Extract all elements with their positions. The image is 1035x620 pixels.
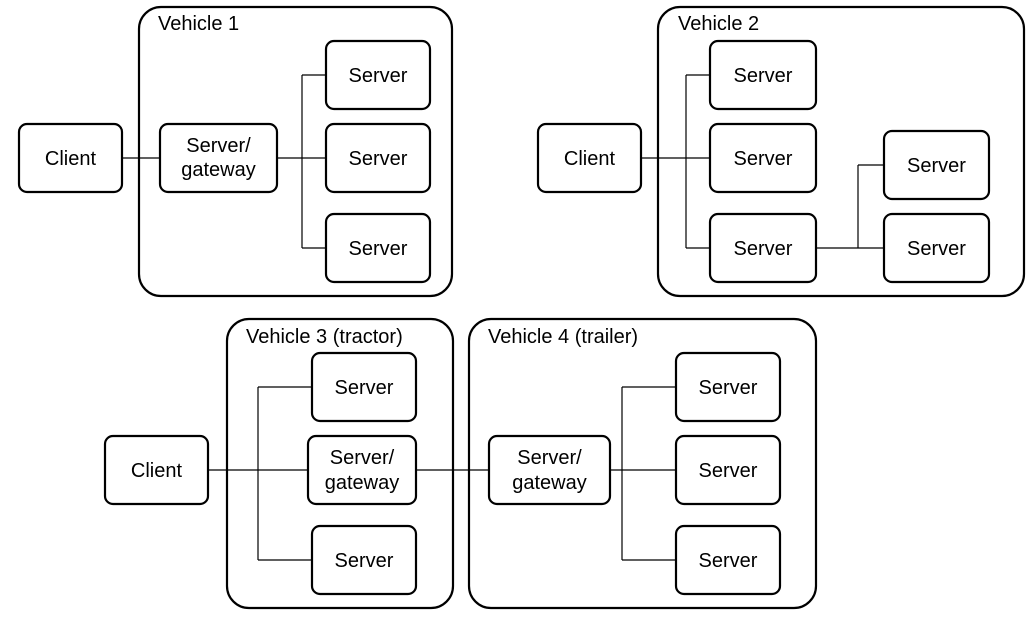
server-2a-label: Server <box>734 65 793 87</box>
server-2b-box <box>708 122 818 194</box>
vehicle-1-label: Vehicle 1 <box>158 13 239 35</box>
gateway-1-label-line2: gateway <box>181 159 256 181</box>
server-2c-box <box>708 212 818 284</box>
vehicle-1-group: Vehicle 1 Client Server/ gateway Server … <box>17 5 454 298</box>
server-4c-box <box>674 524 782 596</box>
server-4b-label: Server <box>699 460 758 482</box>
gateway-3-label-line1: Server/ <box>330 447 395 469</box>
gateway-1-box <box>158 122 279 194</box>
server-4c-label: Server <box>699 550 758 572</box>
vehicle-4-label: Vehicle 4 (trailer) <box>488 326 638 348</box>
server-1c-box <box>324 212 432 284</box>
vehicle-3-label: Vehicle 3 (tractor) <box>246 326 403 348</box>
vehicle-2-frame <box>656 5 1026 298</box>
server-2e-box <box>882 212 991 284</box>
server-1a-label: Server <box>349 65 408 87</box>
client-3-label: Client <box>131 460 183 482</box>
client-2-box <box>536 122 643 194</box>
vehicle-2-label: Vehicle 2 <box>678 13 759 35</box>
client-1-label: Client <box>45 148 97 170</box>
server-2e-label: Server <box>907 238 966 260</box>
server-1b-box <box>324 122 432 194</box>
server-2a-box <box>708 39 818 111</box>
gateway-4-box <box>487 434 612 506</box>
gateway-4-label-line1: Server/ <box>517 447 582 469</box>
vehicle-3-group: Vehicle 3 (tractor) Client Server Server… <box>103 317 489 610</box>
client-1-box <box>17 122 124 194</box>
server-3a-box <box>310 351 418 423</box>
gateway-1-label-line1: Server/ <box>186 135 251 157</box>
server-1a-box <box>324 39 432 111</box>
client-2-label: Client <box>564 148 616 170</box>
gateway-4-label-line2: gateway <box>512 472 587 494</box>
gateway-3-label-line2: gateway <box>325 472 400 494</box>
vehicle-1-frame <box>137 5 454 298</box>
server-3b-box <box>310 524 418 596</box>
server-2d-box <box>882 129 991 201</box>
server-3b-label: Server <box>335 550 394 572</box>
server-2b-label: Server <box>734 148 793 170</box>
server-3a-label: Server <box>335 377 394 399</box>
vehicle-4-group: Vehicle 4 (trailer) Server/ gateway Serv… <box>467 317 818 610</box>
vehicle-2-group: Vehicle 2 Client Server Server Server Se… <box>536 5 1026 298</box>
server-4b-box <box>674 434 782 506</box>
server-4a-label: Server <box>699 377 758 399</box>
server-2c-label: Server <box>734 238 793 260</box>
gateway-3-box <box>306 434 418 506</box>
server-1b-label: Server <box>349 148 408 170</box>
vehicle-4-frame <box>467 317 818 610</box>
vehicle-3-frame <box>225 317 455 610</box>
server-2d-label: Server <box>907 155 966 177</box>
client-3-box <box>103 434 210 506</box>
server-4a-box <box>674 351 782 423</box>
server-1c-label: Server <box>349 238 408 260</box>
